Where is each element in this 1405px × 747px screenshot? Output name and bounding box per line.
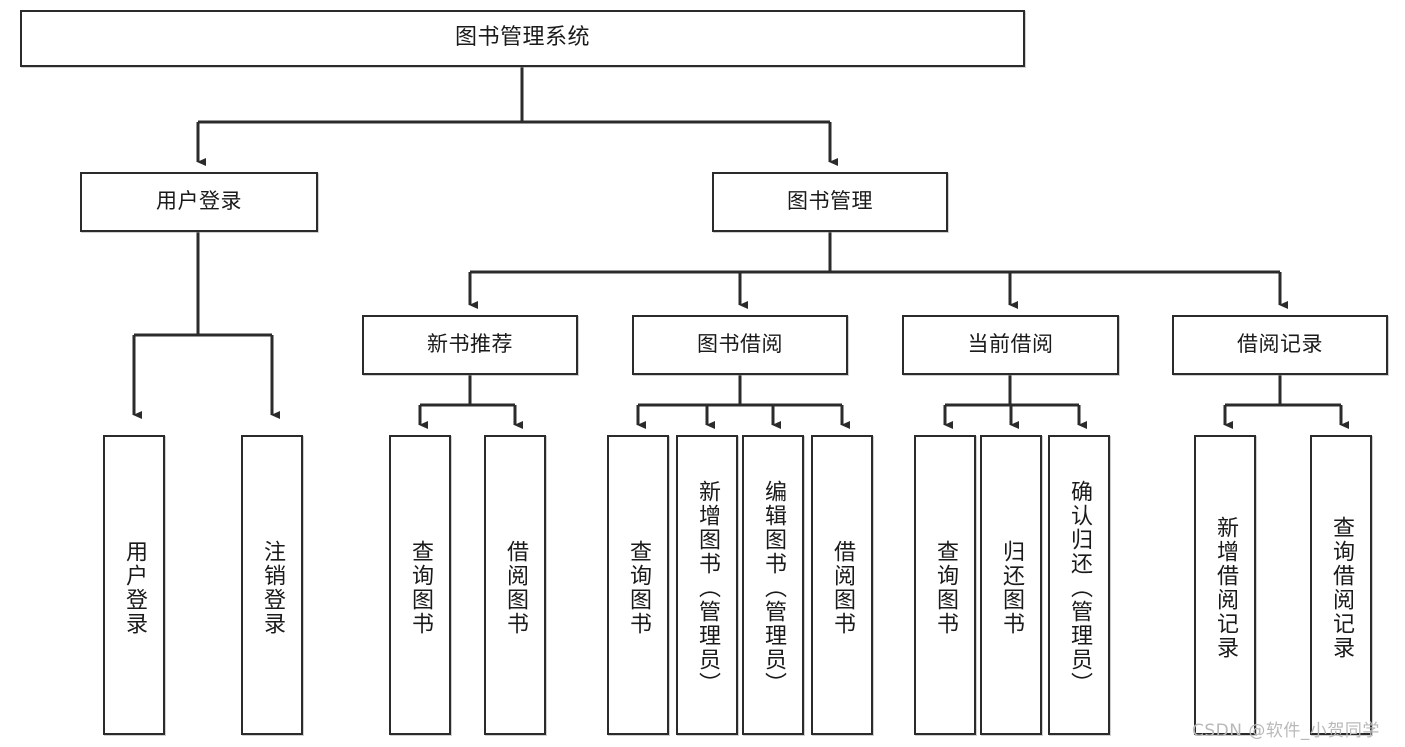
node-borrow-record[interactable]: 借阅记录 [1172, 315, 1388, 375]
node-label: 注销登录 [259, 540, 285, 636]
leaf-recommend-query-book[interactable]: 查询图书 [389, 435, 451, 735]
leaf-user-login-signout[interactable]: 注销登录 [241, 435, 303, 735]
node-label: 图书管理 [787, 189, 873, 214]
leaf-borrow-query-book[interactable]: 查询图书 [607, 435, 669, 735]
csdn-watermark: CSDN @软件_小贺同学 [1192, 721, 1380, 741]
node-label: 用户登录 [121, 540, 147, 636]
leaf-record-add-record[interactable]: 新增借阅记录 [1194, 435, 1256, 735]
node-label: 图书借阅 [697, 332, 783, 357]
node-label: 借阅记录 [1237, 332, 1323, 357]
node-root-system[interactable]: 图书管理系统 [20, 10, 1025, 67]
node-label: 查询借阅记录 [1328, 516, 1354, 660]
node-label: 新增图书（管理员） [694, 480, 720, 696]
node-label: 用户登录 [156, 189, 242, 214]
node-book-management[interactable]: 图书管理 [712, 172, 948, 232]
node-label: 当前借阅 [967, 332, 1054, 357]
leaf-borrow-add-book-admin[interactable]: 新增图书（管理员） [676, 435, 738, 735]
leaf-current-confirm-return-admin[interactable]: 确认归还（管理员） [1048, 435, 1110, 735]
node-label: 借阅图书 [829, 540, 855, 636]
node-label: 图书管理系统 [454, 25, 590, 51]
node-label: 查询图书 [932, 540, 958, 636]
node-label: 查询图书 [625, 540, 651, 636]
leaf-recommend-borrow-book[interactable]: 借阅图书 [484, 435, 546, 735]
leaf-record-query-record[interactable]: 查询借阅记录 [1310, 435, 1372, 735]
node-new-book-recommend[interactable]: 新书推荐 [362, 315, 578, 375]
node-book-borrow[interactable]: 图书借阅 [632, 315, 848, 375]
leaf-borrow-edit-book-admin[interactable]: 编辑图书（管理员） [742, 435, 804, 735]
leaf-borrow-borrow-book[interactable]: 借阅图书 [811, 435, 873, 735]
node-label: 归还图书 [998, 540, 1024, 636]
leaf-user-login-signin[interactable]: 用户登录 [103, 435, 165, 735]
node-label: 借阅图书 [502, 540, 528, 636]
node-user-login[interactable]: 用户登录 [80, 172, 318, 232]
node-label: 新增借阅记录 [1212, 516, 1238, 660]
node-label: 查询图书 [407, 540, 433, 636]
node-label: 确认归还（管理员） [1066, 480, 1092, 696]
leaf-current-return-book[interactable]: 归还图书 [980, 435, 1042, 735]
leaf-current-query-book[interactable]: 查询图书 [914, 435, 976, 735]
node-label: 编辑图书（管理员） [760, 480, 786, 696]
node-label: 新书推荐 [427, 332, 513, 357]
node-current-borrow[interactable]: 当前借阅 [902, 315, 1119, 375]
